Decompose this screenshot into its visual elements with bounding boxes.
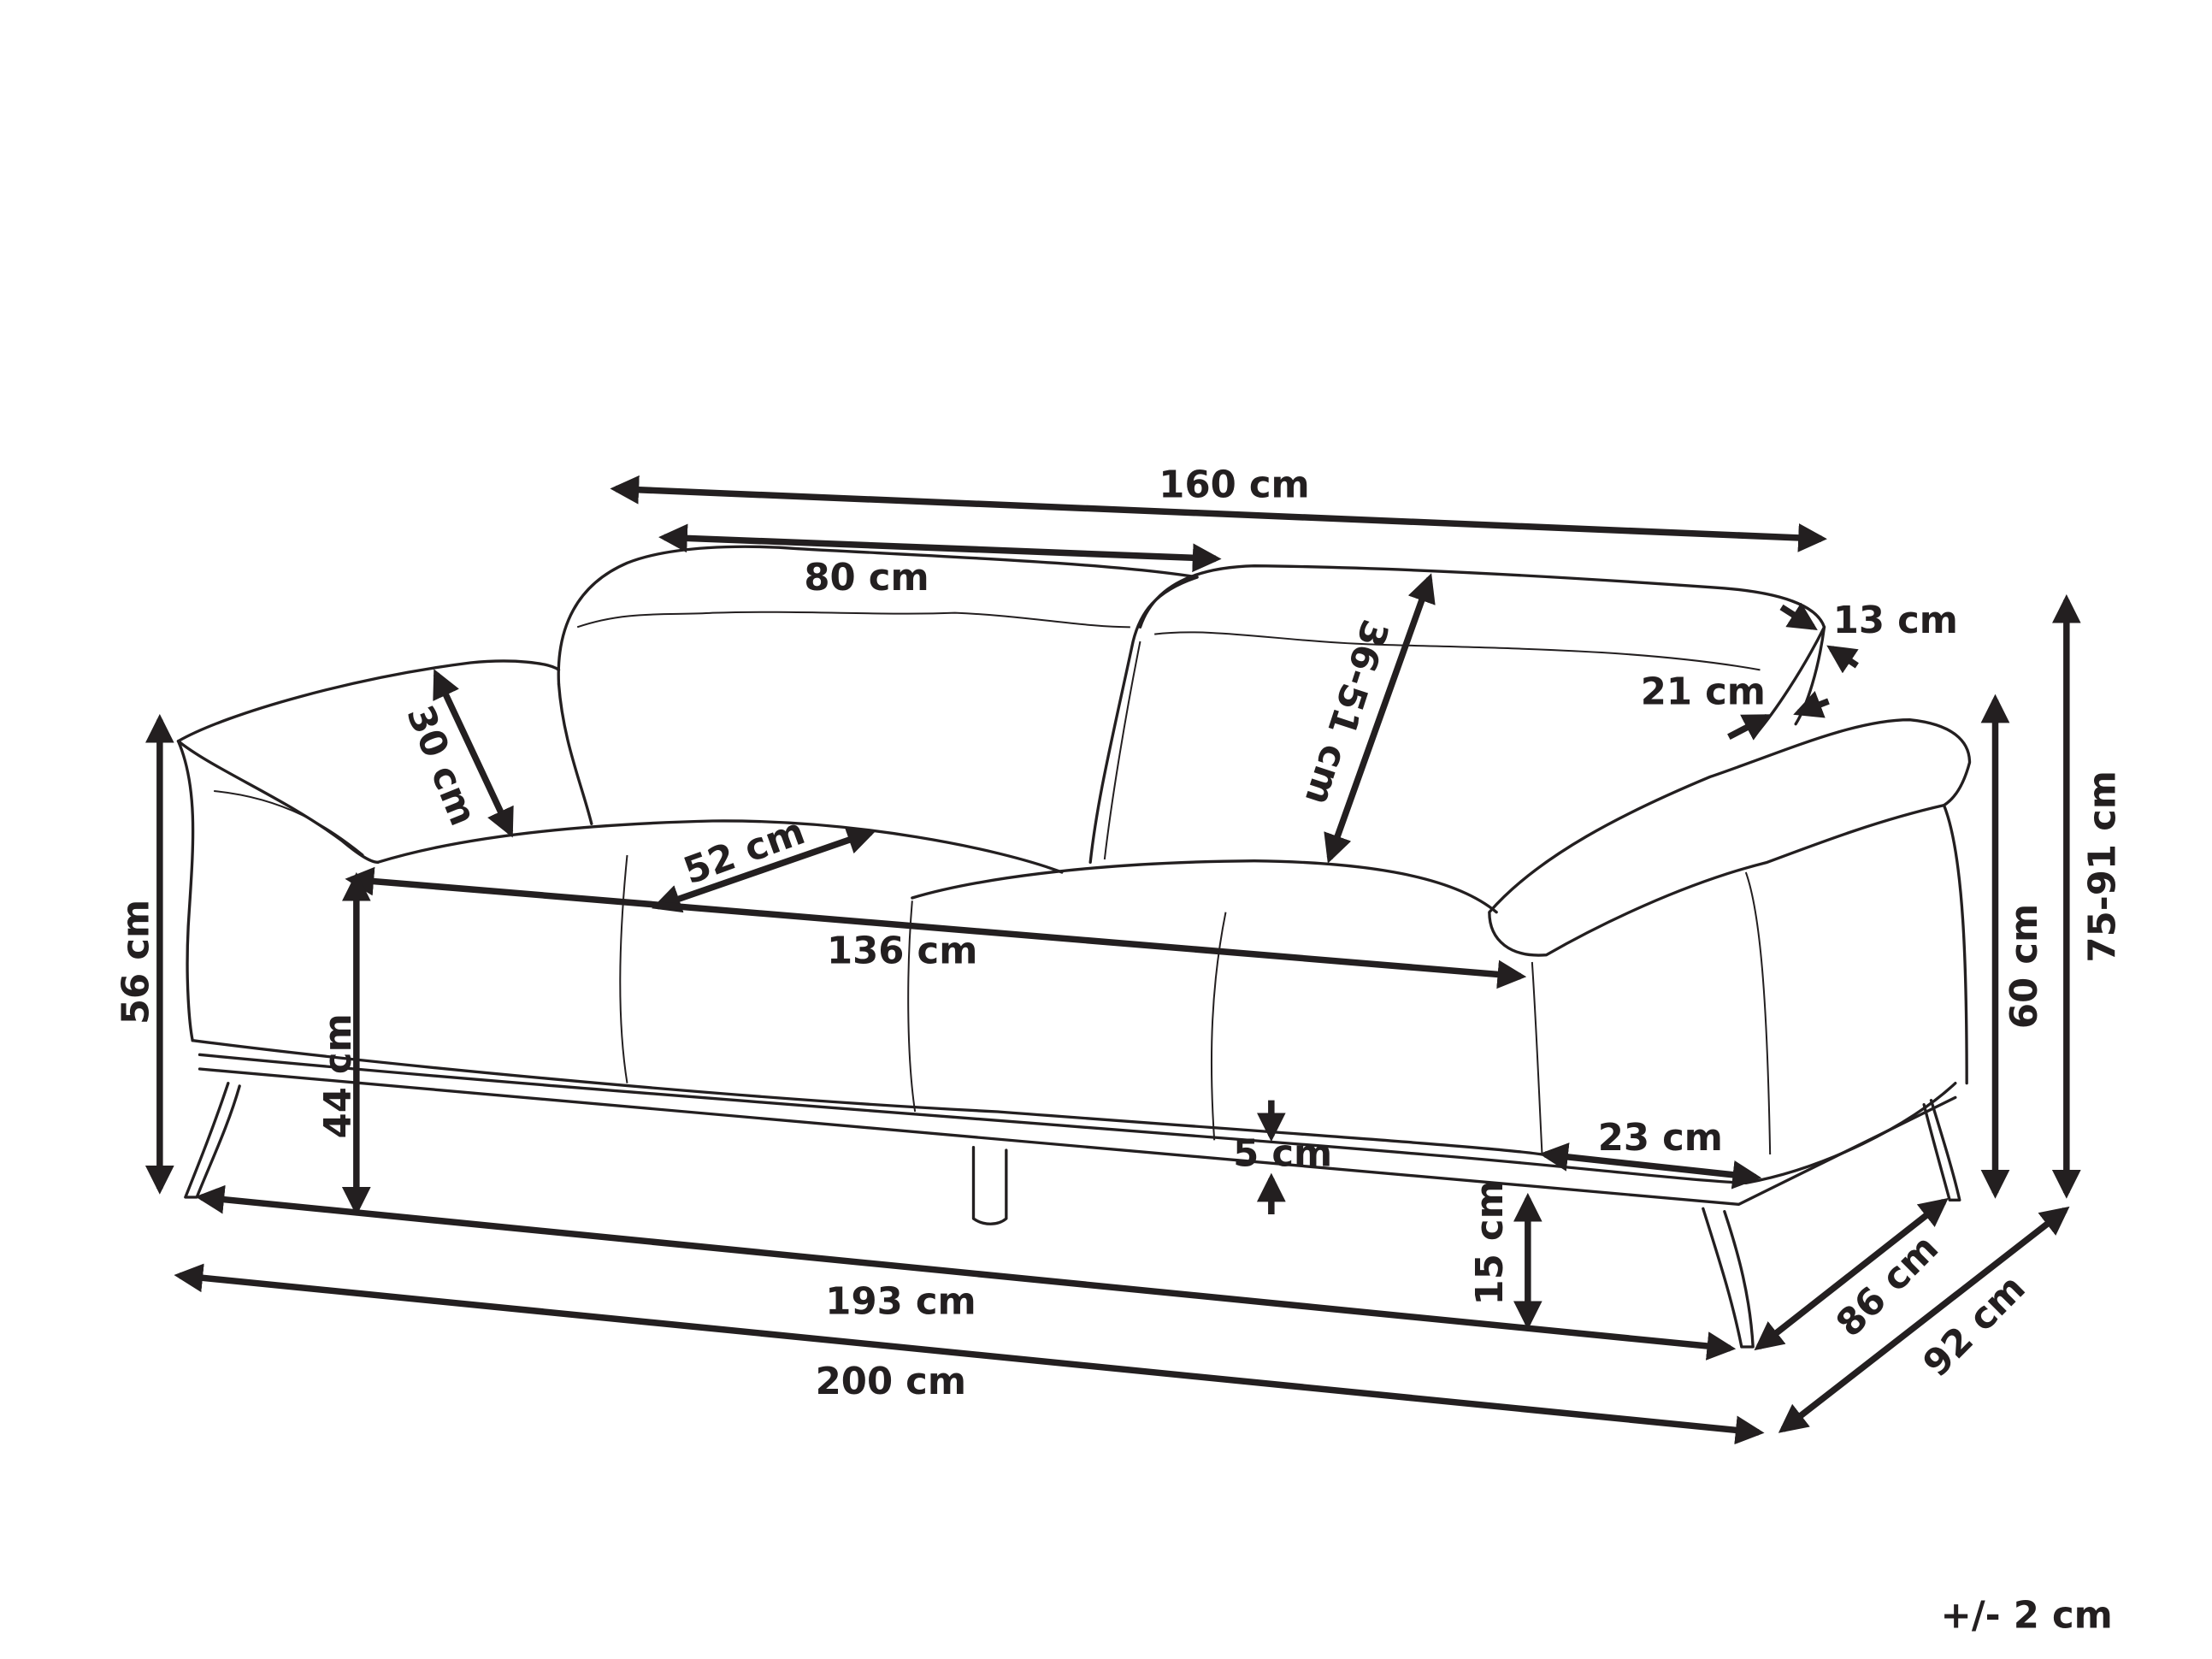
dimension-arrows [145,475,2081,1445]
label-13: 13 cm [1833,599,1958,642]
label-136: 136 cm [827,930,977,973]
label-200: 200 cm [816,1361,966,1403]
arrow-30 [433,669,514,838]
label-193: 193 cm [825,1281,976,1324]
label-75-91: 75-91 cm [2082,770,2125,962]
label-30: 30 cm [398,700,484,831]
arrow-136 [345,866,1527,989]
arrow-36-51 [1324,573,1436,864]
label-60: 60 cm [2003,904,2046,1029]
label-44: 44 cm [317,1013,360,1138]
arrow-13a [1779,602,1818,630]
arrow-80 [658,523,1222,573]
label-21: 21 cm [1641,670,1766,713]
label-15: 15 cm [1469,1180,1512,1305]
arrow-23 [1539,1142,1762,1190]
label-80: 80 cm [804,557,929,599]
tolerance-note: +/- 2 cm [1941,1594,2113,1637]
label-160: 160 cm [1159,464,1309,507]
arrow-21a [1727,714,1773,741]
arrow-21b [1793,690,1830,718]
arrow-92 [1778,1206,2070,1433]
label-56: 56 cm [115,900,158,1024]
arrow-160 [610,475,1827,552]
arrow-13b [1826,645,1859,674]
sofa-outline [176,545,1972,1349]
label-23: 23 cm [1598,1117,1723,1160]
arrow-200 [174,1263,1765,1445]
label-5: 5 cm [1233,1132,1332,1175]
